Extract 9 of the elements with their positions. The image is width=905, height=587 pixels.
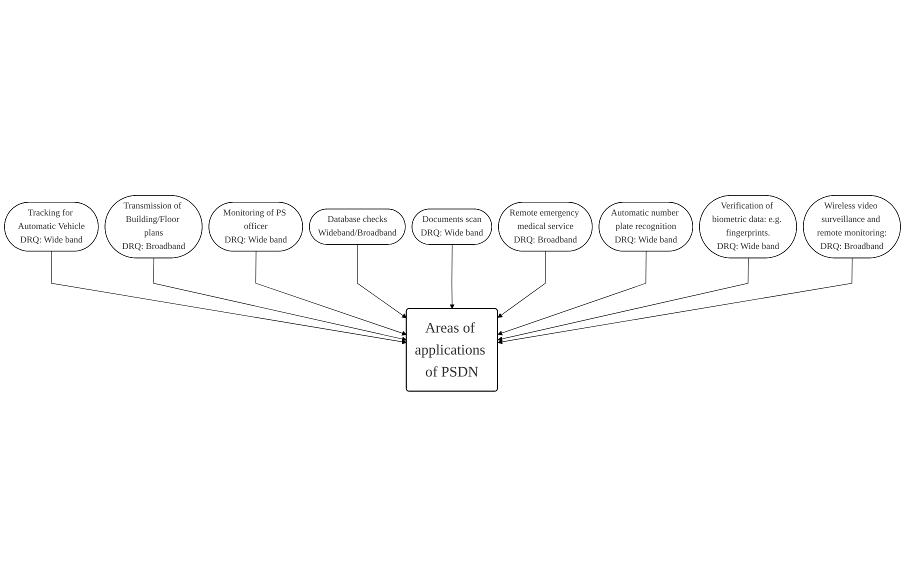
arrow — [498, 258, 749, 342]
arrow — [357, 244, 407, 318]
arrow — [255, 251, 407, 336]
arrow — [450, 244, 455, 310]
arrow — [498, 258, 852, 344]
arrow — [498, 251, 546, 318]
arrow — [153, 258, 407, 342]
arrow — [498, 251, 646, 336]
arrow — [51, 251, 407, 344]
